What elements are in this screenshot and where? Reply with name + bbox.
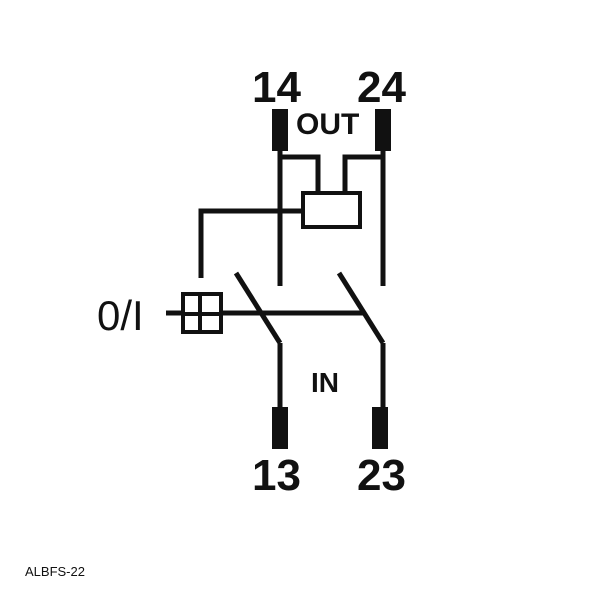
terminal-24 bbox=[375, 109, 391, 151]
out-label: OUT bbox=[296, 108, 359, 141]
terminal-14-label: 14 bbox=[252, 63, 301, 112]
in-label: IN bbox=[311, 367, 339, 398]
coil-lead-right bbox=[342, 154, 383, 193]
model-label: ALBFS-22 bbox=[25, 564, 85, 579]
terminal-23-label: 23 bbox=[357, 451, 406, 500]
coil-link-line bbox=[198, 208, 303, 278]
switch-blade-left bbox=[233, 271, 283, 345]
terminal-24-label: 24 bbox=[357, 63, 406, 112]
terminal-13-label: 13 bbox=[252, 451, 301, 500]
switch-blade-right bbox=[336, 271, 386, 345]
terminal-23 bbox=[372, 407, 388, 449]
terminal-13 bbox=[272, 407, 288, 449]
terminal-14 bbox=[272, 109, 288, 151]
coil-lead-left bbox=[280, 154, 321, 193]
trip-coil bbox=[301, 191, 362, 229]
switch-symbol-label: 0/I bbox=[97, 292, 144, 339]
